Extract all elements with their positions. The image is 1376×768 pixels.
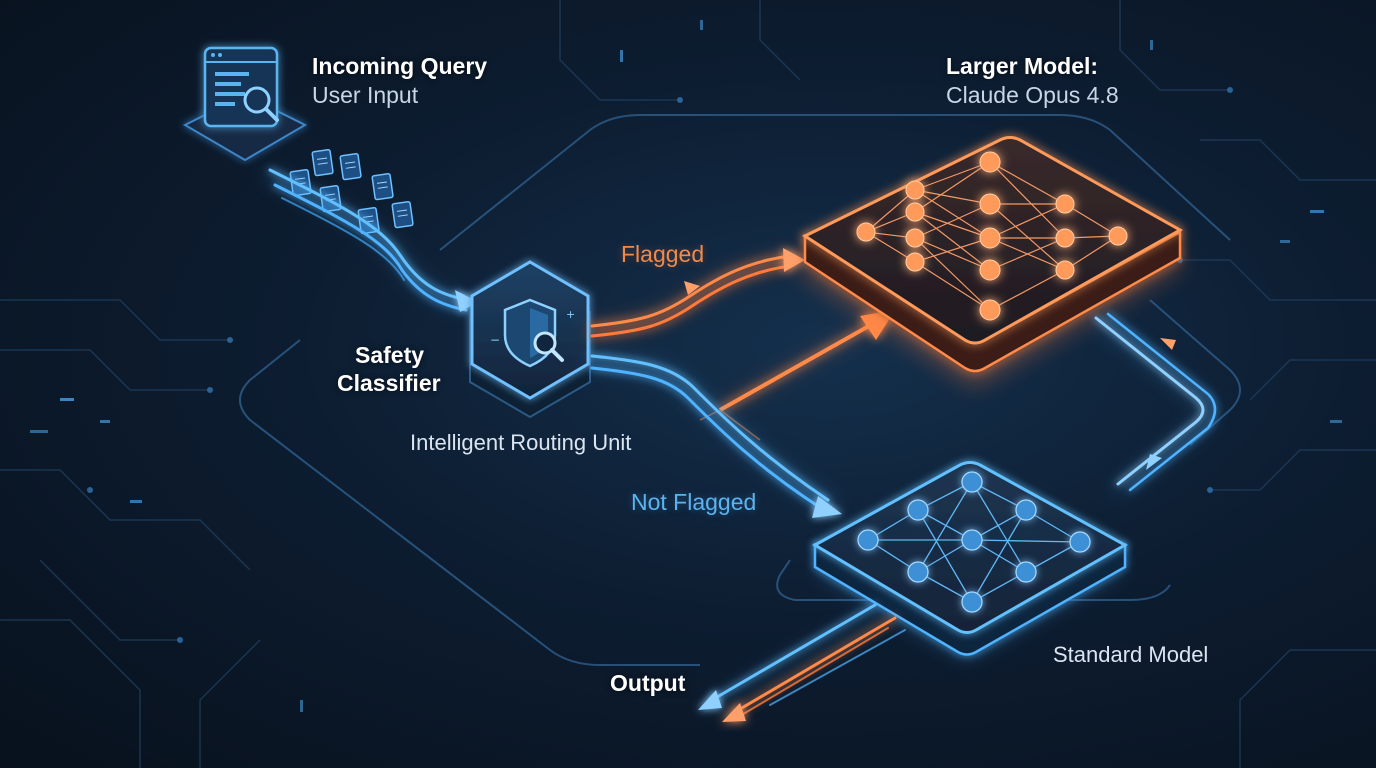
standard-model-node [811, 461, 1129, 658]
platform-frame [239, 114, 1241, 666]
neural-network-nodes [856, 151, 1128, 321]
document-search-icon [203, 46, 279, 128]
larger-model-node [800, 136, 1185, 388]
safety-classifier-line2: Classifier [337, 370, 441, 396]
output-flow [698, 603, 906, 722]
output-label: Output [610, 670, 686, 696]
shield-search-icon: − + [490, 298, 575, 368]
larger-model-title: Larger Model: [946, 53, 1099, 79]
svg-text:−: − [490, 333, 500, 347]
neural-network-nodes [857, 471, 1091, 613]
incoming-query-title: Incoming Query [312, 53, 488, 79]
flagged-label: Flagged [621, 241, 705, 267]
incoming-flow [265, 168, 478, 312]
document-icon [391, 201, 414, 229]
routing-unit-caption: Intelligent Routing Unit [410, 430, 632, 455]
flagged-flow [586, 248, 805, 338]
not-flagged-label: Not Flagged [631, 489, 757, 515]
data-particles [30, 20, 1342, 712]
safety-classifier-node: − + [469, 260, 591, 419]
return-flow [1094, 312, 1217, 493]
safety-classifier-line1: Safety [355, 342, 425, 368]
incoming-query-node [182, 46, 308, 162]
larger-model-subtitle: Claude Opus 4.8 [946, 82, 1119, 108]
not-flagged-flow [586, 354, 842, 518]
document-icon [371, 173, 394, 201]
standard-model-title: Standard Model [1053, 642, 1209, 667]
document-icon [339, 153, 362, 181]
svg-text:+: + [566, 308, 575, 321]
document-icon [311, 149, 334, 177]
incoming-query-subtitle: User Input [312, 82, 419, 108]
